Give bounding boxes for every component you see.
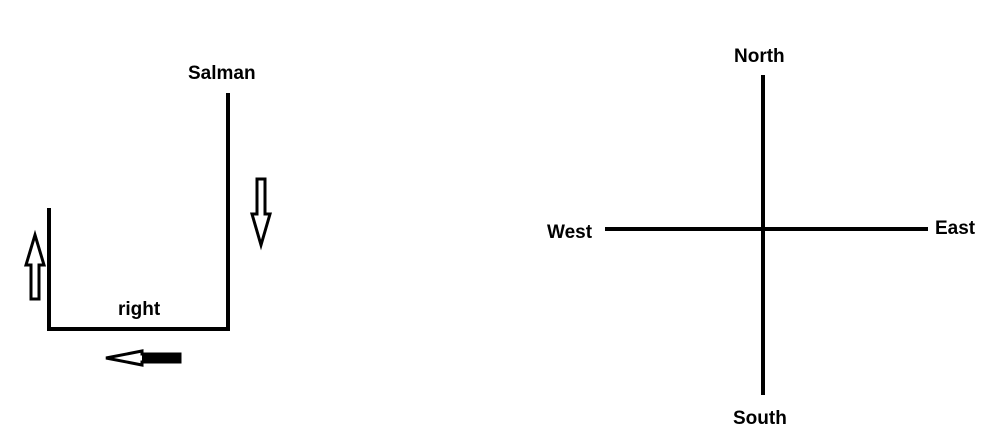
compass-west-label: West [547,222,593,243]
salman-label: Salman [188,63,256,84]
compass-east-label: East [935,218,976,239]
down-arrow-icon [250,177,272,251]
path-diagram [23,93,272,367]
compass [605,75,928,395]
up-arrow-icon [23,229,47,301]
left-arrow-shaft-fill [142,354,180,362]
compass-north-label: North [734,46,785,67]
route-line [47,93,230,331]
right-label: right [118,299,161,320]
compass-south-label: South [733,408,787,429]
